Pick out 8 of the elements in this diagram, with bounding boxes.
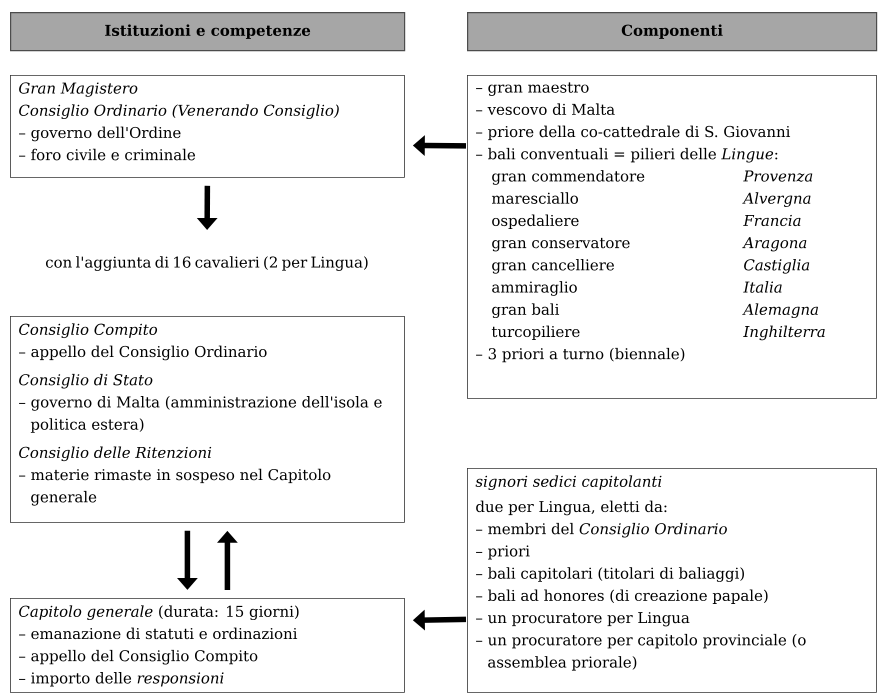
text-box: – gran maestro – vescovo di Malta – priore della co-cattedrale di S. Giovanni – bali conventuali = pilieri delle Lingue: gran commendatore Provenza maresciallo Alvergna ospedaliere Francia gran conservatore Aragona gran cancelliere Castiglia ammiraglio Italia gran bali Alemagna turcopiliere Inghilterra – 3 priori a turno (biennale) [467, 75, 877, 399]
text-box: signori sedici capitolanti due per Lingua, eletti da: – membri del Consiglio Ordinario – priori – bali capitolari (titolari di baliaggi) – bali ad honores (di creazione papale) – un procuratore per Lingua – un procuratore per capitolo provinciale (o assemblea priorale) [467, 468, 877, 693]
text-box: Gran Magistero Consiglio Ordinario (Venerando Consiglio) – governo dell'Ordine – foro civile e criminale [10, 75, 405, 178]
text-box: Consiglio Compito – appello del Consiglio Ordinario Consiglio di Stato – governo di Malta (amministrazione dell'isola e politica estera) Consiglio delle Ritenzioni – materie rimaste in sospeso nel Capitolo generale [10, 316, 405, 523]
note-text: con l'aggiunta di 16 cavalieri (2 per Lingua) [46, 256, 368, 271]
text-box: Capitolo generale (durata: 15 giorni) – emanazione di statuti e ordinazioni – appello del Consiglio Compito – importo delle responsioni [10, 598, 405, 693]
column-header: Componenti [467, 12, 878, 52]
column-header: Istituzioni e competenze [10, 12, 406, 52]
